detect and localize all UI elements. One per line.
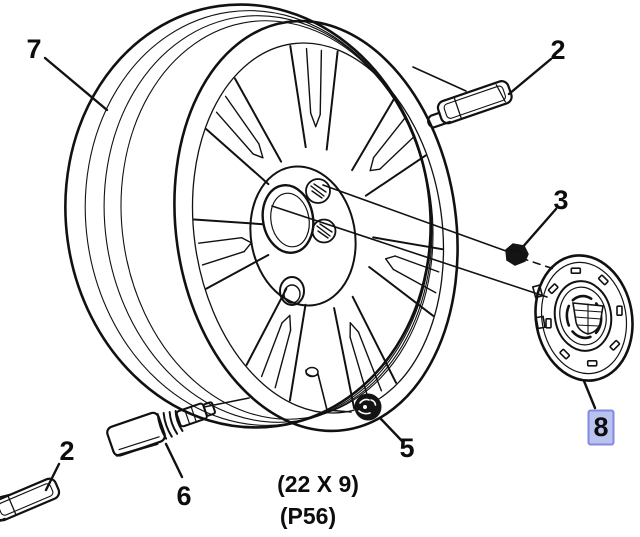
wheel-face-outline	[173, 19, 459, 433]
callout-8-hub-cap[interactable]: 8	[593, 412, 608, 442]
option-code-caption: (P56)	[280, 503, 336, 529]
callout-7-wheel[interactable]: 7	[26, 34, 41, 64]
wheel-nut-illustration	[354, 393, 382, 421]
wheel-center-bore	[261, 184, 315, 254]
lug-hole	[311, 218, 337, 244]
lug-hole	[305, 178, 331, 204]
balance-weight-lower-illustration	[0, 477, 61, 527]
hub-cap-slots	[545, 267, 623, 367]
cap-nut-illustration	[505, 243, 529, 266]
hub-cap-illustration	[531, 254, 634, 382]
callout-labels: 7 2 3 5 6 2 8	[26, 34, 615, 511]
wheel-illustration	[64, 3, 459, 433]
pressure-sensor-illustration	[106, 401, 216, 457]
callout-5-wheel-nut[interactable]: 5	[399, 433, 414, 463]
cadillac-crest-icon	[572, 302, 604, 335]
figure-captions: (22 X 9) (P56)	[277, 471, 359, 529]
lug-hole	[279, 276, 305, 306]
callout-3-cap-nut[interactable]: 3	[553, 185, 568, 215]
callout-8-hub-cap-selected[interactable]: 8	[587, 409, 615, 446]
wheel-spokes	[193, 45, 444, 410]
balance-weight-upper-illustration	[427, 80, 513, 129]
callout-2-weight-lower[interactable]: 2	[59, 436, 74, 466]
callout-2-weight-upper[interactable]: 2	[550, 35, 565, 65]
callout-6-sensor[interactable]: 6	[176, 481, 191, 511]
wheel-size-caption: (22 X 9)	[277, 471, 359, 497]
callout-8-highlight[interactable]	[587, 409, 615, 446]
wheel-hub-ring	[249, 165, 357, 307]
